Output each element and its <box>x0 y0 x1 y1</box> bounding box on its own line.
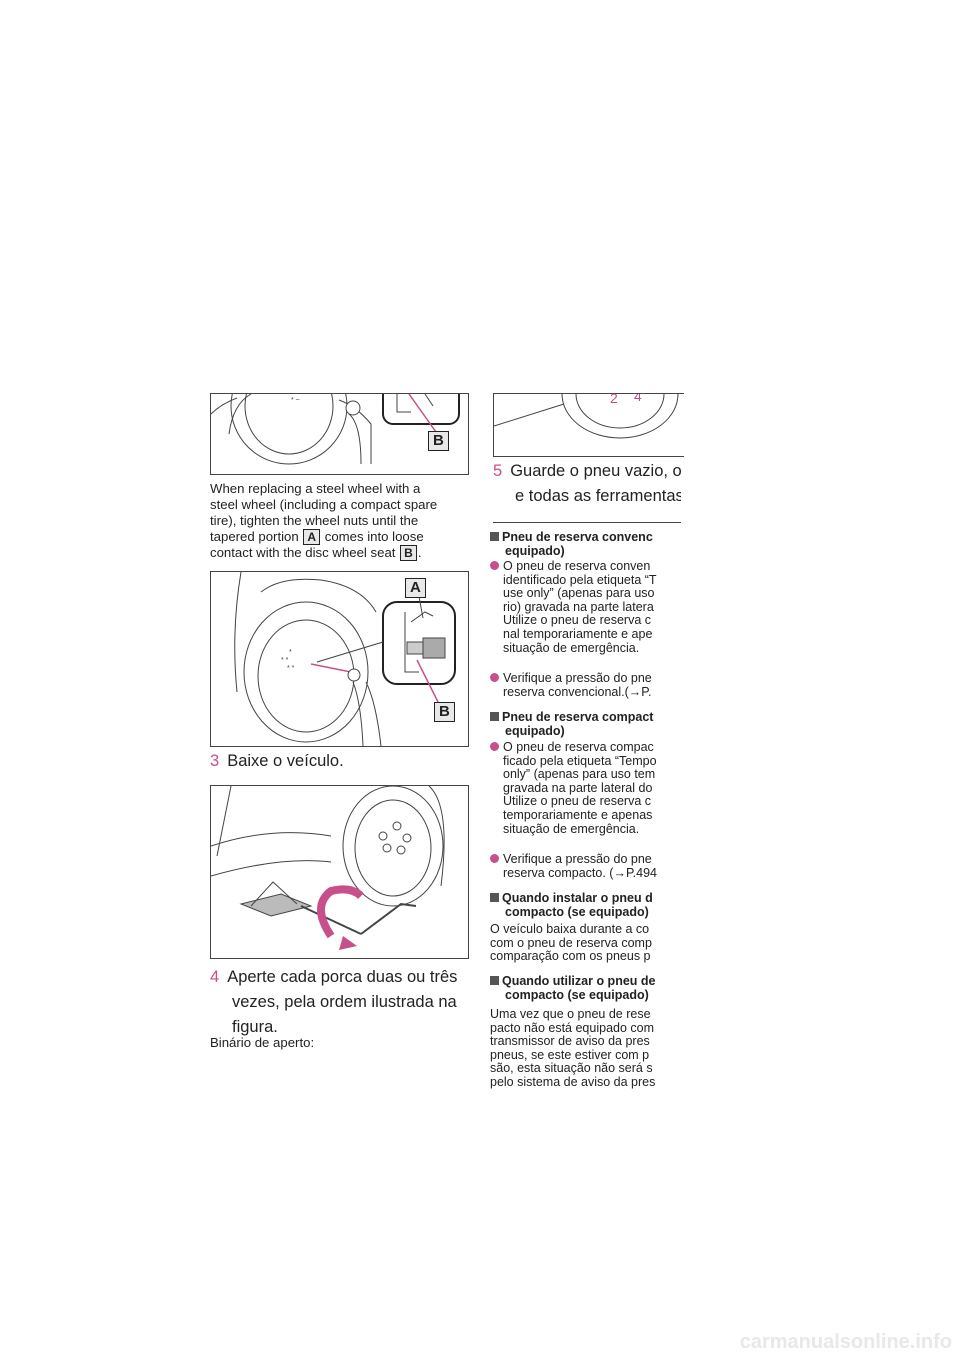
svg-text:* *: * * <box>287 665 295 672</box>
svg-text:* ~: * ~ <box>291 397 300 404</box>
caption-line: contact with the disc wheel seat B. <box>210 545 422 561</box>
label-b-marker: B <box>434 702 455 722</box>
square-bullet-icon <box>490 976 499 985</box>
section-heading: Quando instalar o pneu d compacto (se eq… <box>490 891 653 919</box>
step-text: Guarde o pneu vazio, o <box>510 462 681 480</box>
step-text: Aperte cada porca duas ou três <box>227 968 458 986</box>
wheel-seat-figure-top: * ~ B <box>210 393 469 475</box>
torque-label: Binário de aperto: <box>210 1035 315 1050</box>
section-heading: Pneu de reserva convenc equipado) <box>490 530 653 558</box>
section-divider <box>493 522 681 523</box>
svg-text:*: * <box>289 649 292 656</box>
square-bullet-icon <box>490 532 499 541</box>
order-number-2: 2 <box>610 393 618 406</box>
right-column-notes: Pneu de reserva convenc equipado) O pneu… <box>490 393 678 1113</box>
square-bullet-icon <box>490 712 499 721</box>
tightening-order-figure: 2 4 <box>493 393 684 457</box>
label-a-marker: A <box>303 529 321 545</box>
caption-line: tire), tighten the wheel nuts until the <box>210 513 419 528</box>
step-number: 5 <box>493 462 503 480</box>
paragraph: O veículo baixa durante a co com o pneu … <box>490 922 652 964</box>
wheel-nut-caption: When replacing a steel wheel with a stee… <box>210 481 472 561</box>
bullet-item: O pneu de reserva compac ficado pela eti… <box>490 740 657 836</box>
step-text: Baixe o veículo. <box>227 752 344 770</box>
step-text: figura. <box>232 1018 278 1036</box>
section-heading: Quando utilizar o pneu de compacto (se e… <box>490 974 655 1002</box>
bullet-item: Verifique a pressão do pne reserva conve… <box>490 671 652 699</box>
section-heading: Pneu de reserva compact equipado) <box>490 710 653 738</box>
step-5: 5 Guarde o pneu vazio, o e todas as ferra… <box>493 459 681 509</box>
step-number: 4 <box>210 968 220 986</box>
label-b-marker: B <box>400 545 417 561</box>
paragraph: Uma vez que o pneu de rese pacto não est… <box>490 1007 656 1089</box>
site-watermark: carmanualsonline.info <box>739 1331 952 1353</box>
step-number: 3 <box>210 752 220 770</box>
circle-bullet-icon <box>490 742 499 751</box>
step-3: 3 Baixe o veículo. <box>210 749 344 774</box>
caption-line: steel wheel (including a compact spare <box>210 497 438 512</box>
step-4: 4 Aperte cada porca duas ou três vezes, p… <box>210 965 457 1040</box>
square-bullet-icon <box>490 893 499 902</box>
step-text: e todas as ferramentas <box>515 487 681 505</box>
order-number-4: 4 <box>634 393 642 404</box>
wheel-nut-detail-figure: * * * * * A B <box>210 571 469 747</box>
step-text: vezes, pela ordem ilustrada na <box>232 993 457 1011</box>
bullet-item: O pneu de reserva conven identificado pe… <box>490 559 657 655</box>
caption-line: When replacing a steel wheel with a <box>210 481 421 496</box>
caption-line: tapered portion A comes into loose <box>210 529 424 545</box>
label-a-marker: A <box>405 578 426 598</box>
circle-bullet-icon <box>490 561 499 570</box>
circle-bullet-icon <box>490 673 499 682</box>
label-b-marker: B <box>428 431 449 451</box>
jack-lowering-figure <box>210 785 469 959</box>
bullet-item: Verifique a pressão do pne reserva compa… <box>490 852 657 880</box>
svg-text:* *: * * <box>281 657 289 664</box>
circle-bullet-icon <box>490 854 499 863</box>
